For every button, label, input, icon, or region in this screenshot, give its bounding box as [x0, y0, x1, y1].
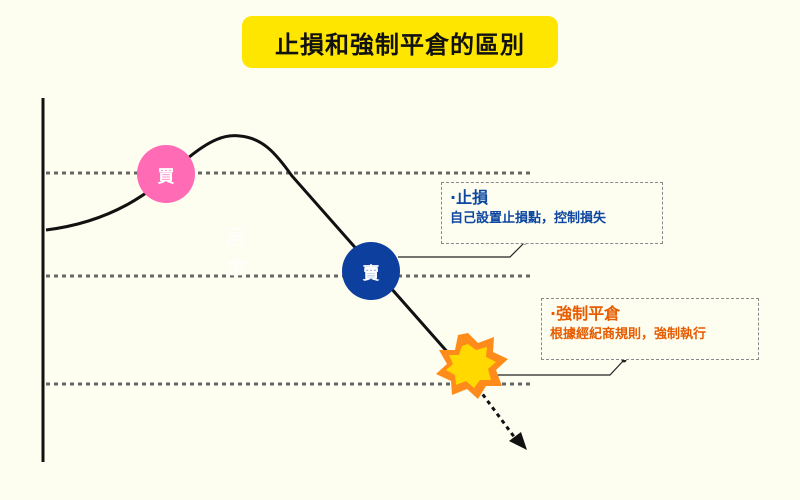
- forced-liquidation-description: 根據經紀商規則，強制執行: [550, 327, 707, 342]
- diagram-title: 止損和強制平倉的區別: [242, 16, 558, 68]
- watermark-text: 居 金: [226, 225, 246, 279]
- stop-loss-description: 自己設置止損點，控制損失: [450, 211, 607, 226]
- sell-marker: 賣: [342, 242, 400, 300]
- explosion-icon: [436, 333, 508, 399]
- down-arrow-icon: [509, 432, 527, 450]
- stop-loss-callout: ·止損 自己設置止損點，控制損失: [441, 182, 663, 244]
- forced-connector: [495, 359, 625, 376]
- forced-liquidation-heading: ·強制平倉: [550, 304, 621, 323]
- stop-loss-connector: [398, 241, 526, 258]
- price-curve: [45, 134, 452, 356]
- buy-marker: 買: [137, 145, 195, 203]
- price-continuation: [476, 387, 517, 439]
- forced-liquidation-callout: ·強制平倉 根據經紀商規則，強制執行: [541, 298, 759, 360]
- stop-loss-heading: ·止損: [450, 188, 489, 207]
